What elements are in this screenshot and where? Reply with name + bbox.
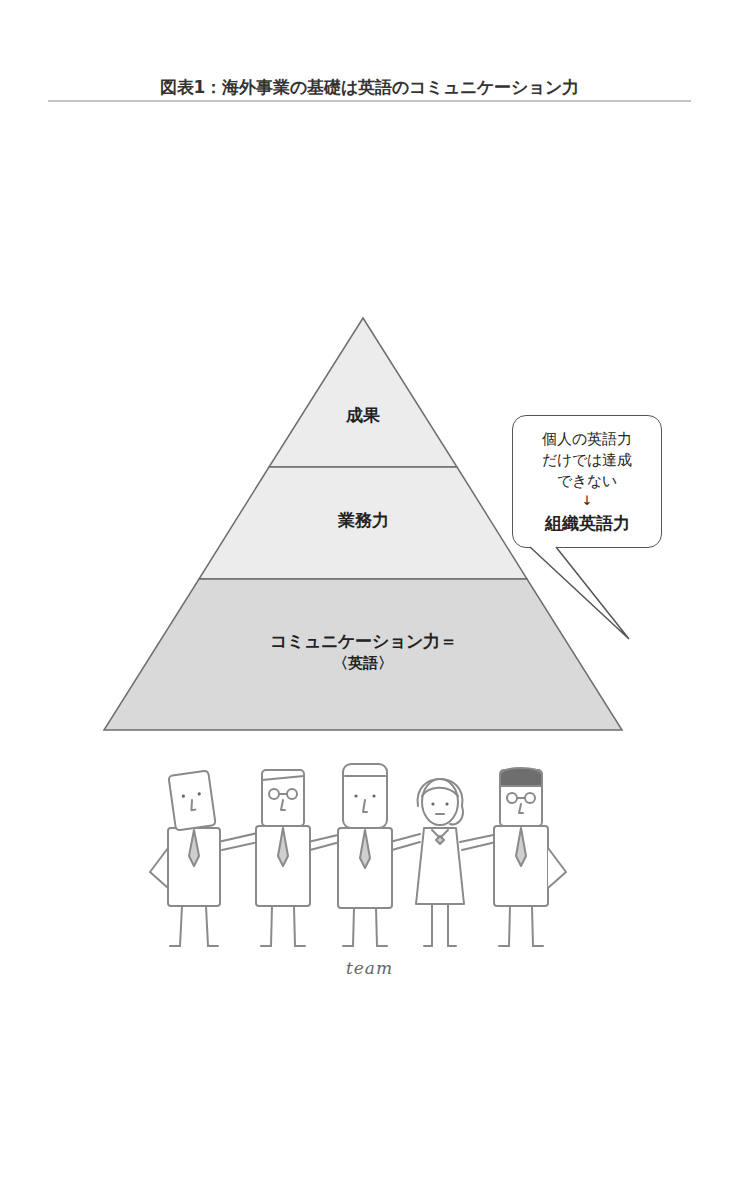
title-rule (48, 101, 691, 102)
figure-title: 図表1：海外事業の基礎は英語のコミュニケーション力 (0, 76, 739, 99)
tier-outline (269, 318, 457, 467)
node-sublabel: 組織英語力 (519, 511, 655, 535)
node-label: コミュニケーション力＝ (104, 629, 622, 653)
pyramid-base: コミュニケーション力＝〈英語〉 (104, 579, 622, 730)
node-label: 業務力 (199, 508, 527, 532)
team-label: team (0, 958, 739, 978)
callout-tail (530, 547, 629, 639)
tier-text: 成果 (269, 403, 457, 427)
node-label: 成果 (269, 403, 457, 427)
pyramid-tier: 成果 (269, 318, 457, 467)
tier-text: 業務力 (199, 508, 527, 532)
node-sublabel: 〈英語〉 (104, 653, 622, 674)
tier-outline (199, 467, 527, 579)
tier-shape (269, 318, 457, 467)
team-figures (150, 764, 566, 946)
callout-bubble: 個人の英語力だけでは達成できない↓組織英語力 (512, 415, 662, 548)
pyramid-tier: 業務力 (199, 467, 527, 579)
tier-outline (104, 579, 622, 730)
node-label: 個人の英語力だけでは達成できない (542, 429, 633, 493)
node-sublabel: ↓ (519, 492, 655, 510)
tier-text: コミュニケーション力＝〈英語〉 (104, 629, 622, 674)
